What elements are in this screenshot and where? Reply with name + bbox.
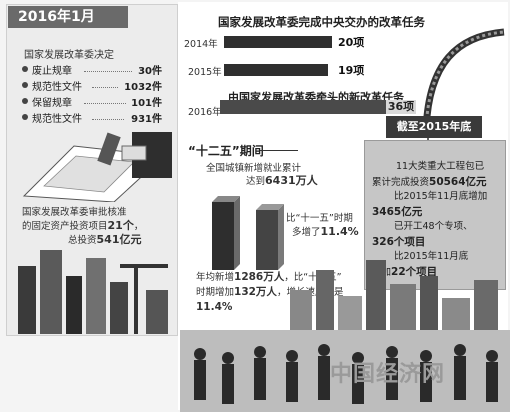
approve-invest: 541亿元 <box>96 233 142 246</box>
item-name: 保留规章 <box>32 98 72 109</box>
employment-number: 6431万人 <box>265 174 318 187</box>
section-underline <box>260 150 298 151</box>
approve-count: 21个 <box>107 219 134 232</box>
end-2015-title: 截至2015年底 <box>386 116 482 138</box>
item-value: 931件 <box>131 114 162 125</box>
list-item: 规范性文件 1032件 <box>22 78 162 93</box>
city-skyline <box>18 250 168 334</box>
tasks-title: 国家发展改革委完成中央交办的改革任务 <box>218 15 425 29</box>
box-line: 326个项目 <box>372 235 500 251</box>
approve-line-3: 总投资541亿元 <box>22 233 172 247</box>
comparison-text: 比“十一五”时期 <box>286 213 353 224</box>
employment-value: 达到6431万人 <box>246 172 318 188</box>
leader-dots <box>84 103 126 104</box>
annual-line-1: 年均新增1286万人，比“十一五” <box>196 270 376 285</box>
box-line: 3465亿元 <box>372 205 500 221</box>
year-label: 2016年 <box>188 107 222 118</box>
annual-growth: 11.4% <box>196 301 233 313</box>
item-value: 101件 <box>131 98 162 109</box>
year-label: 2014年 <box>184 39 218 50</box>
item-value: 1032件 <box>124 82 162 93</box>
box-increase: 3465亿元 <box>372 205 423 218</box>
end-2015-box <box>364 140 506 290</box>
box-line: 比2015年11月底增加 <box>394 191 488 202</box>
crowd-silhouettes <box>194 344 498 404</box>
employment-title: 全国城镇新增就业累计 <box>206 163 302 174</box>
signing-illustration <box>22 132 172 202</box>
approve-text-pre: 的固定资产投资项目 <box>22 221 108 232</box>
task-value: 19项 <box>338 64 365 77</box>
box-invest: 50564亿元 <box>429 175 487 188</box>
box-pre: 累计完成投资 <box>372 176 430 188</box>
employment-pre: 达到 <box>246 176 266 187</box>
comparison-bars <box>212 196 284 270</box>
item-value: 30件 <box>138 66 162 77</box>
annual-increase: 132万人 <box>234 286 277 298</box>
comparison-growth: 多增了11.4% <box>292 224 359 238</box>
comparison-pct: 11.4% <box>320 225 359 238</box>
box-line: 比2015年11月底 <box>394 251 469 262</box>
task-bar <box>224 36 332 48</box>
item-name: 废止规章 <box>32 66 72 77</box>
task-value-2016: 36项 <box>386 100 416 114</box>
date-banner: 2016年1月 <box>8 6 128 28</box>
bullet-icon <box>22 98 28 104</box>
end-2015-text: 11大类重大工程包已 累计完成投资50564亿元 比2015年11月底增加 34… <box>372 160 500 280</box>
annual-pre: 年均新增 <box>196 272 235 283</box>
list-item: 废止规章 30件 <box>22 62 162 77</box>
approve-text-post: ， <box>133 221 144 232</box>
approve-line-2: 的固定资产投资项目21个， <box>22 219 172 233</box>
annual-line-3: 11.4% <box>196 300 376 315</box>
section-title: “十二五”期间 <box>188 144 264 158</box>
box-projects: 326个项目 <box>372 235 426 248</box>
annual-new: 1286万人 <box>234 271 285 283</box>
leader-dots <box>92 119 124 120</box>
year-label: 2015年 <box>188 67 222 78</box>
comparison-pre: 多增了 <box>292 227 321 238</box>
bullet-icon <box>22 82 28 88</box>
box-added: 22个项目 <box>391 265 438 278</box>
list-item: 保留规章 101件 <box>22 94 162 109</box>
task-bar-2016 <box>220 100 414 114</box>
leader-dots <box>92 87 118 88</box>
annual-pre: 时期增加 <box>196 287 235 298</box>
task-value: 20项 <box>338 36 365 49</box>
decision-title: 国家发展改革委决定 <box>24 50 114 61</box>
annual-post: ，比“十一五” <box>284 272 342 283</box>
approve-invest-pre: 总投资 <box>68 235 97 246</box>
bullet-icon <box>22 114 28 120</box>
approve-text: 国家发展改革委审批核准 的固定资产投资项目21个， 总投资541亿元 <box>22 206 172 247</box>
box-line: 11大类重大工程包已 <box>396 161 485 172</box>
box-line: 累计完成投资50564亿元 <box>372 175 500 191</box>
list-item: 规范性文件 931件 <box>22 110 162 125</box>
item-name: 规范性文件 <box>32 82 82 93</box>
item-name: 规范性文件 <box>32 114 82 125</box>
approve-line-1: 国家发展改革委审批核准 <box>22 207 127 218</box>
bullet-icon <box>22 66 28 72</box>
watermark-logo: 中国经济网 <box>330 362 446 387</box>
leader-dots <box>84 71 132 72</box>
box-line: 已开工48个专项、 <box>394 221 473 232</box>
right-skyline <box>290 260 498 340</box>
task-bar <box>224 64 328 76</box>
